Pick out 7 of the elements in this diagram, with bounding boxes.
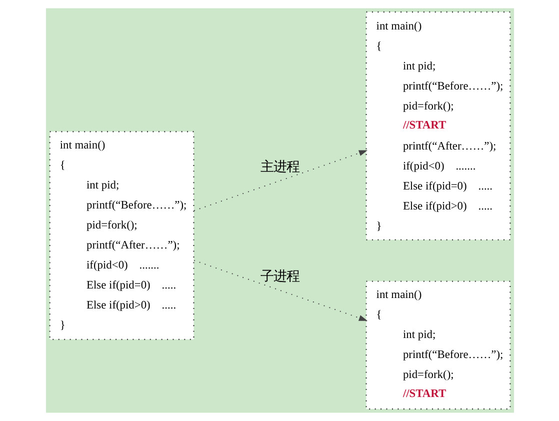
arrow: [193, 150, 368, 212]
node-box: int main() { int pid; printf(“Before……”); pid=fork(); //START printf(“After……”); if(pid<0) ....... Else if(pid=0) ..... Else if(pid>0) ..... }: [365, 11, 510, 240]
arrow: [193, 260, 368, 321]
node-box: int main() { int pid; printf(“Before……”); pid=fork(); printf(“After……”); if(pid<0) ....... Else if(pid=0) ..... Else if(pid>0) ..... }: [48, 131, 194, 340]
edge-label: 主进程: [260, 158, 299, 174]
node-box: int main() { int pid; printf(“Before……”); pid=fork(); //START: [365, 280, 510, 410]
edge-label: 子进程: [260, 268, 299, 284]
